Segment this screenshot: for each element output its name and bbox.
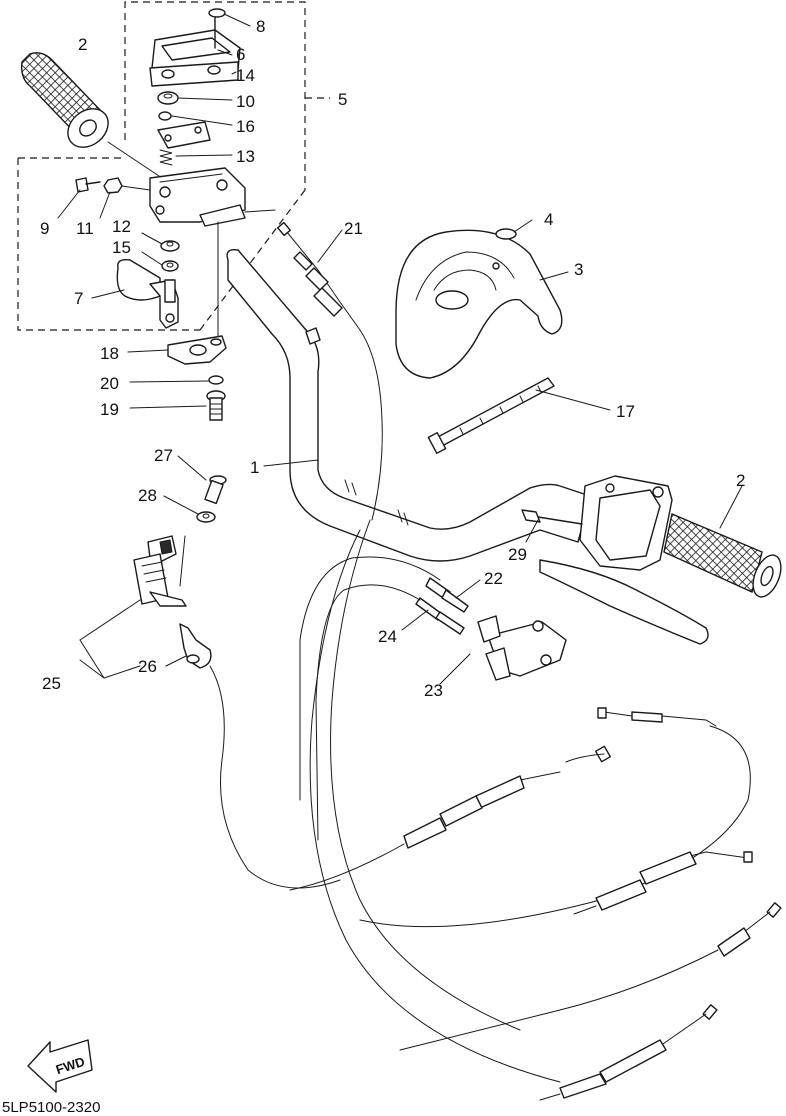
cable-lower-a bbox=[399, 902, 782, 1051]
label-5: 5 bbox=[338, 90, 347, 109]
fwd-arrow-icon: FWD bbox=[27, 1039, 93, 1093]
label-21: 21 bbox=[344, 219, 363, 238]
throttle-plate bbox=[157, 121, 211, 149]
bolt-29 bbox=[521, 509, 583, 525]
cable-tie bbox=[427, 377, 555, 454]
label-2-left: 2 bbox=[78, 35, 87, 54]
label-23: 23 bbox=[424, 681, 443, 700]
label-18: 18 bbox=[100, 344, 119, 363]
label-6: 6 bbox=[236, 45, 245, 64]
washer-15 bbox=[161, 260, 179, 272]
label-1: 1 bbox=[250, 458, 259, 477]
label-14: 14 bbox=[236, 66, 255, 85]
label-11: 11 bbox=[76, 219, 94, 238]
label-25: 25 bbox=[42, 674, 61, 693]
cable-22 bbox=[299, 556, 469, 801]
label-15: 15 bbox=[112, 238, 131, 257]
right-grip bbox=[663, 513, 782, 598]
label-3: 3 bbox=[574, 260, 583, 279]
screw-27 bbox=[204, 475, 227, 505]
clamp-18 bbox=[167, 335, 227, 365]
left-grip bbox=[20, 52, 166, 181]
label-24: 24 bbox=[378, 627, 397, 646]
screw-9 bbox=[75, 177, 101, 193]
throttle-cable-long bbox=[309, 519, 561, 1083]
leader-lines bbox=[57, 13, 743, 685]
label-10: 10 bbox=[236, 92, 255, 111]
label-29: 29 bbox=[508, 545, 527, 564]
washer-20 bbox=[208, 375, 224, 385]
label-27: 27 bbox=[154, 446, 173, 465]
label-16: 16 bbox=[236, 117, 255, 136]
throttle-housing-cover bbox=[149, 29, 241, 87]
label-9: 9 bbox=[40, 219, 49, 238]
washer-16 bbox=[158, 111, 172, 121]
label-20: 20 bbox=[100, 374, 119, 393]
cable-upper-right bbox=[359, 707, 751, 928]
diagram-code: 5LP5100-2320 bbox=[2, 1099, 100, 1116]
cap-4 bbox=[495, 228, 517, 240]
nut-10 bbox=[157, 91, 179, 105]
switch-assembly bbox=[133, 535, 187, 607]
screw-8 bbox=[208, 8, 226, 49]
label-26: 26 bbox=[138, 657, 157, 676]
label-19: 19 bbox=[100, 400, 119, 419]
brake-lever-assembly bbox=[539, 475, 709, 645]
spring-13 bbox=[159, 149, 173, 166]
washer-28 bbox=[196, 511, 216, 523]
washer-12 bbox=[160, 240, 180, 252]
cable-middle-a bbox=[289, 745, 612, 891]
throttle-housing-body bbox=[149, 167, 276, 227]
bracket-23 bbox=[477, 615, 567, 681]
assembly-box-throttle-lever bbox=[17, 157, 200, 331]
cable-lower-b bbox=[539, 1004, 718, 1101]
cable-21 bbox=[277, 221, 383, 521]
cable-bracket bbox=[179, 623, 341, 889]
part-labels: 8 6 14 5 10 16 13 2 9 11 12 15 7 18 20 1… bbox=[40, 17, 745, 700]
label-2-right: 2 bbox=[736, 471, 745, 490]
cable-middle-b bbox=[573, 851, 753, 915]
label-17: 17 bbox=[616, 402, 635, 421]
cable-24 bbox=[315, 584, 465, 841]
handlebar-cover bbox=[395, 229, 563, 379]
bolt-19 bbox=[206, 390, 226, 421]
nut-11 bbox=[103, 177, 151, 194]
throttle-lever bbox=[116, 258, 179, 329]
label-8: 8 bbox=[256, 17, 265, 36]
label-22: 22 bbox=[484, 569, 503, 588]
label-4: 4 bbox=[544, 210, 553, 229]
label-7: 7 bbox=[74, 289, 83, 308]
label-28: 28 bbox=[138, 486, 157, 505]
label-12: 12 bbox=[112, 217, 131, 236]
handlebar bbox=[226, 249, 591, 562]
label-13: 13 bbox=[236, 147, 255, 166]
